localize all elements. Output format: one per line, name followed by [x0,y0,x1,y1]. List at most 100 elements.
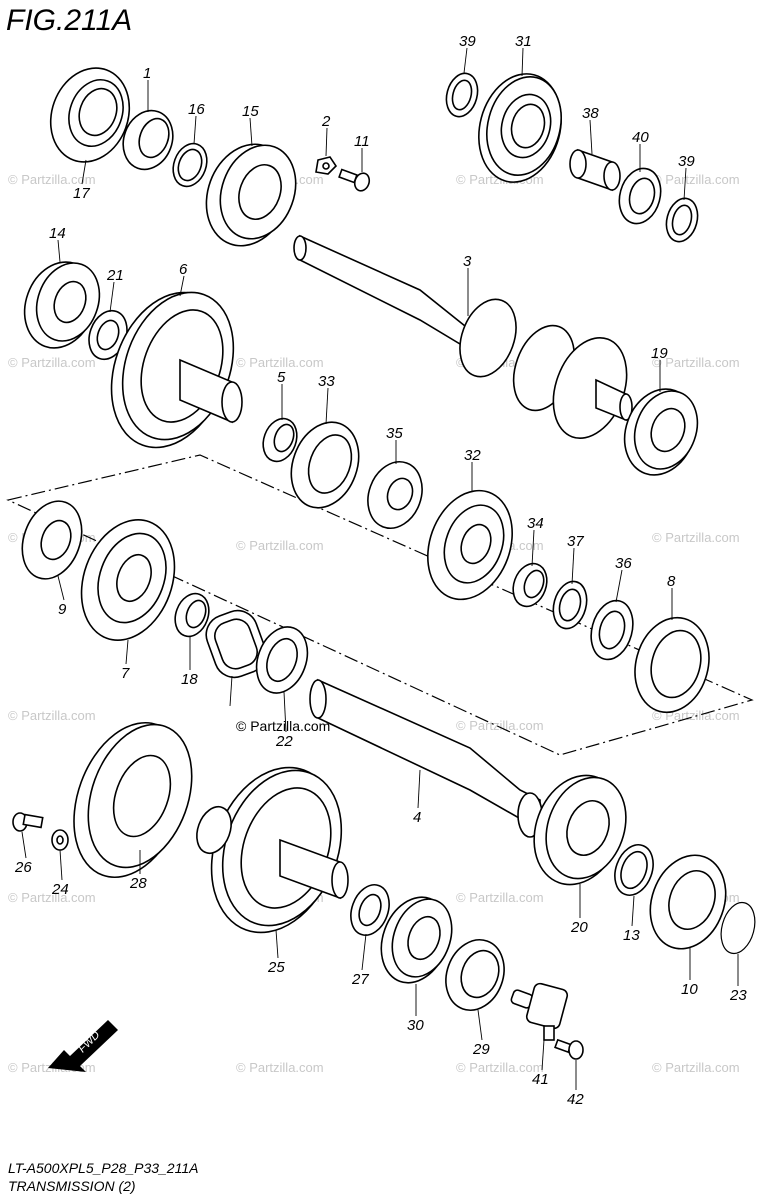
watermark: © Partzilla.com [456,890,544,905]
callout-41: 41 [532,1071,549,1088]
callout-6: 6 [179,261,188,278]
gear-32 [427,489,513,601]
gear-6 [110,291,243,449]
o-ring-13 [614,844,654,896]
gear-7 [80,519,176,641]
fwd-arrow: FWD [48,1020,118,1072]
callout-29: 29 [472,1041,490,1058]
bearing-15 [205,143,297,247]
countershaft-3 [293,234,633,440]
callout-7: 7 [121,665,130,682]
washer-21 [88,309,128,361]
callout-3: 3 [463,253,472,270]
gear-35 [367,461,423,529]
callout-33: 33 [318,373,335,390]
callout-11: 11 [354,133,370,150]
callout-5: 5 [277,369,286,386]
bearing-14 [23,261,101,349]
watermark: © Partzilla.com [652,530,740,545]
callout-21: 21 [106,267,124,284]
callout-37: 37 [567,533,584,550]
watermark: © Partzilla.com [456,1060,544,1075]
callout-39-right: 39 [678,153,695,170]
output-shaft-4 [309,678,543,838]
bolt-42 [554,1038,584,1060]
oil-seal-29 [445,939,505,1011]
leader-lines [21,47,739,1090]
callout-2: 2 [321,113,331,130]
washer-22 [255,626,309,694]
bushing-18 [174,592,210,638]
bushing-1 [122,109,174,171]
callout-4: 4 [413,809,421,826]
bushing-34 [512,562,548,608]
nut-2 [315,156,338,175]
watermark: © Partzilla.com [456,718,544,733]
watermark: © Partzilla.com [652,172,740,187]
assembly-boundary [6,454,754,756]
bearing-30 [380,896,453,984]
washer-24 [51,829,69,851]
callout-14: 14 [49,225,66,242]
callout-16: 16 [188,101,205,118]
callout-28: 28 [129,875,147,892]
bearing-28 [73,721,193,879]
gear-25 [196,766,349,934]
callout-24: 24 [51,881,69,898]
callout-17: 17 [73,185,90,202]
callout-8: 8 [667,573,676,590]
lock-washer-36 [590,599,634,661]
shift-hub-33 [290,421,360,509]
circlip-23 [720,901,756,955]
watermark: © Partzilla.com [652,355,740,370]
callout-13: 13 [623,927,640,944]
callout-31: 31 [515,33,532,50]
gear-9 [21,500,83,580]
callout-labels: 1 2 3 4 5 6 7 8 9 10 11 13 14 15 16 17 1… [14,33,747,1108]
watermark: © Partzilla.com [8,355,96,370]
lock-washer-37 [552,580,588,630]
bearing-19 [623,388,699,476]
watermark: © Partzilla.com [8,890,96,905]
callout-23: 23 [729,987,747,1004]
callout-20: 20 [570,919,588,936]
callout-39-top: 39 [459,33,476,50]
bearing-20 [533,774,627,886]
washer-27 [350,884,390,936]
washer-39-right [665,197,699,243]
callout-42: 42 [567,1091,584,1108]
watermark: © Partzilla.com [8,172,96,187]
needle-bearing-40 [618,167,662,225]
callout-18: 18 [181,671,198,688]
oil-seal-17 [49,67,131,163]
figure-title: FIG.211A [6,4,133,37]
washer-39-top [445,72,479,118]
callout-9: 9 [58,601,67,618]
gear-8 [634,616,710,714]
callout-26: 26 [14,859,32,876]
watermark: © Partzilla.com [236,1060,324,1075]
o-ring-16 [172,142,208,188]
callout-10: 10 [681,981,698,998]
model-code: LT-A500XPL5_P28_P33_211A [8,1160,199,1176]
screw-11 [338,168,371,192]
bolt-26 [12,812,44,832]
callout-27: 27 [351,971,369,988]
speed-sensor-41 [510,982,569,1041]
callout-35: 35 [386,425,403,442]
callout-32: 32 [464,447,481,464]
callout-34: 34 [527,515,544,532]
assembly-name: TRANSMISSION (2) [8,1178,136,1194]
callout-1: 1 [143,65,151,82]
watermark: © Partzilla.com [236,355,324,370]
watermark: © Partzilla.com [652,1060,740,1075]
callout-30: 30 [407,1017,424,1034]
bushing-38 [569,148,621,192]
callout-15: 15 [242,103,259,120]
bushing-5 [262,417,298,463]
gear-31 [478,73,562,183]
gear-10 [649,854,727,950]
callout-40: 40 [632,129,649,146]
watermark: © Partzilla.com [236,538,324,553]
